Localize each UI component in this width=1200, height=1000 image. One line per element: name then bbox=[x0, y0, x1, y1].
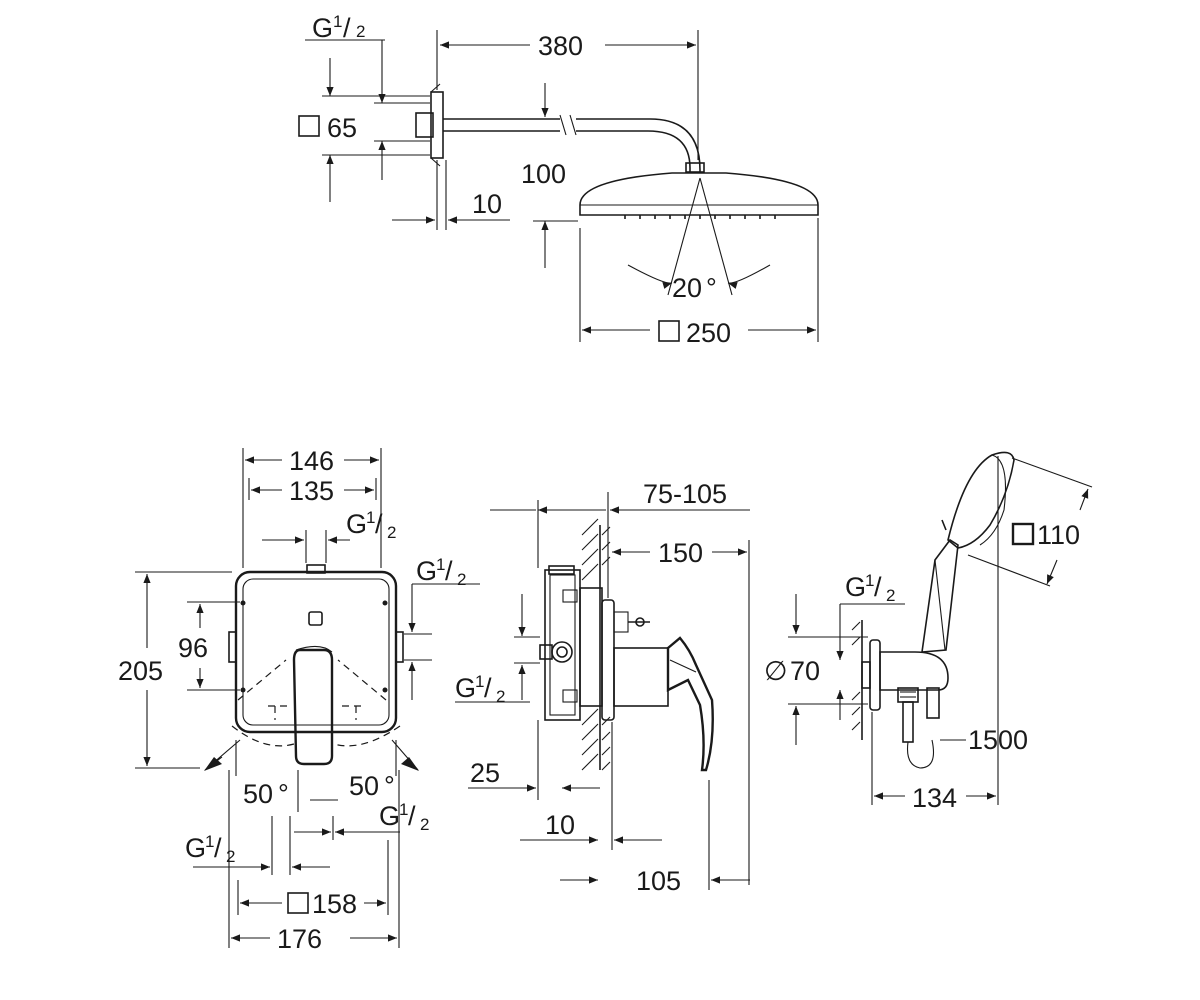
lever-reach-label: 150 bbox=[658, 538, 703, 568]
shower-head-view: G 1 / 2 65 380 100 10 20 ° bbox=[298, 12, 819, 348]
projection-label: 105 bbox=[636, 866, 681, 896]
svg-text:/: / bbox=[343, 13, 351, 43]
svg-text:°: ° bbox=[278, 779, 289, 809]
spray-angle-label: 20 bbox=[672, 273, 702, 303]
svg-text:1: 1 bbox=[205, 832, 214, 851]
mixer-inner-width-label: 135 bbox=[289, 476, 334, 506]
plate-gap-label: 10 bbox=[545, 810, 575, 840]
svg-text:/: / bbox=[408, 801, 416, 831]
mixer-base-width-label: 176 bbox=[277, 924, 322, 954]
cover-plate bbox=[601, 599, 615, 721]
shower-head-body bbox=[579, 172, 819, 216]
square-symbol bbox=[658, 320, 680, 342]
mixer-body bbox=[234, 570, 398, 734]
shower-thread-label: G bbox=[312, 13, 333, 43]
wall-outlet bbox=[861, 661, 871, 689]
install-depth-label: 75-105 bbox=[643, 479, 727, 509]
svg-text:/: / bbox=[484, 673, 492, 703]
wall-gap-label: 10 bbox=[472, 189, 502, 219]
outlet-diameter-label: 70 bbox=[790, 656, 820, 686]
hose-loop bbox=[906, 739, 935, 769]
mixer-front-view: 146 135 G 1 / 2 G 1 / 2 205 bbox=[118, 446, 480, 954]
hand-shower-handle bbox=[921, 538, 959, 653]
holder-projection-label: 134 bbox=[912, 783, 957, 813]
mixer-angle-right: 50 bbox=[349, 771, 379, 801]
mixer-height-label: 205 bbox=[118, 656, 163, 686]
hose-length-label: 1500 bbox=[968, 725, 1028, 755]
shower-connector bbox=[415, 112, 434, 138]
svg-text:°: ° bbox=[384, 771, 395, 801]
side-lever bbox=[666, 636, 714, 772]
head-size-label: 250 bbox=[686, 318, 731, 348]
svg-text:°: ° bbox=[706, 273, 717, 303]
shower-thread-den: 2 bbox=[356, 22, 365, 41]
mixer-thread-right: G bbox=[416, 556, 437, 586]
mixer-handle-body bbox=[613, 647, 669, 707]
mixer-mid-height-label: 96 bbox=[178, 633, 208, 663]
shower-thread-num: 1 bbox=[333, 12, 342, 31]
shower-arm-bend bbox=[576, 118, 701, 172]
mixer-thread-bottom-left: G bbox=[185, 833, 206, 863]
shower-nozzles bbox=[624, 215, 776, 219]
shower-flange-size: 65 bbox=[327, 113, 357, 143]
mixer-side-view: 75-105 150 G 1 / 2 25 10 105 bbox=[455, 479, 750, 896]
svg-text:1: 1 bbox=[865, 571, 874, 590]
hand-shower-head bbox=[947, 451, 1015, 549]
head-drop-label: 100 bbox=[521, 159, 566, 189]
shower-wall-plate bbox=[430, 91, 444, 159]
hand-wall-hatch bbox=[851, 621, 861, 731]
svg-text:2: 2 bbox=[457, 570, 466, 589]
svg-text:2: 2 bbox=[226, 847, 235, 866]
mixer-thread-top: G bbox=[346, 509, 367, 539]
hand-holder bbox=[879, 651, 949, 691]
svg-text:1: 1 bbox=[366, 508, 375, 527]
mixer-width-label: 146 bbox=[289, 446, 334, 476]
svg-text:2: 2 bbox=[420, 815, 429, 834]
body-offset-label: 25 bbox=[470, 758, 500, 788]
mixer-lever bbox=[292, 648, 334, 766]
wall-hatch bbox=[581, 518, 611, 771]
svg-text:/: / bbox=[874, 572, 882, 602]
mixer-thread-bottom-right: G bbox=[379, 801, 400, 831]
svg-text:/: / bbox=[375, 509, 383, 539]
mixer-plate-size: 158 bbox=[312, 889, 357, 919]
square-symbol bbox=[1011, 522, 1035, 546]
svg-text:/: / bbox=[445, 556, 453, 586]
arm-length-label: 380 bbox=[538, 31, 583, 61]
side-thread-label: G bbox=[455, 673, 476, 703]
hand-shower-view: 110 G 1 / 2 ∅ 70 1500 134 bbox=[764, 451, 1093, 813]
hand-head-size: 110 bbox=[1037, 520, 1080, 550]
svg-text:1: 1 bbox=[436, 555, 445, 574]
svg-text:2: 2 bbox=[387, 523, 396, 542]
diameter-symbol: ∅ bbox=[764, 656, 788, 686]
svg-text:1: 1 bbox=[475, 672, 484, 691]
svg-text:2: 2 bbox=[886, 586, 895, 605]
square-symbol bbox=[287, 892, 309, 914]
shower-arm bbox=[443, 118, 560, 132]
hand-thread-label: G bbox=[845, 572, 866, 602]
square-symbol bbox=[298, 115, 320, 137]
svg-text:1: 1 bbox=[399, 800, 408, 819]
svg-text:2: 2 bbox=[496, 687, 505, 706]
svg-text:/: / bbox=[214, 833, 222, 863]
mixer-angle-left: 50 bbox=[243, 779, 273, 809]
